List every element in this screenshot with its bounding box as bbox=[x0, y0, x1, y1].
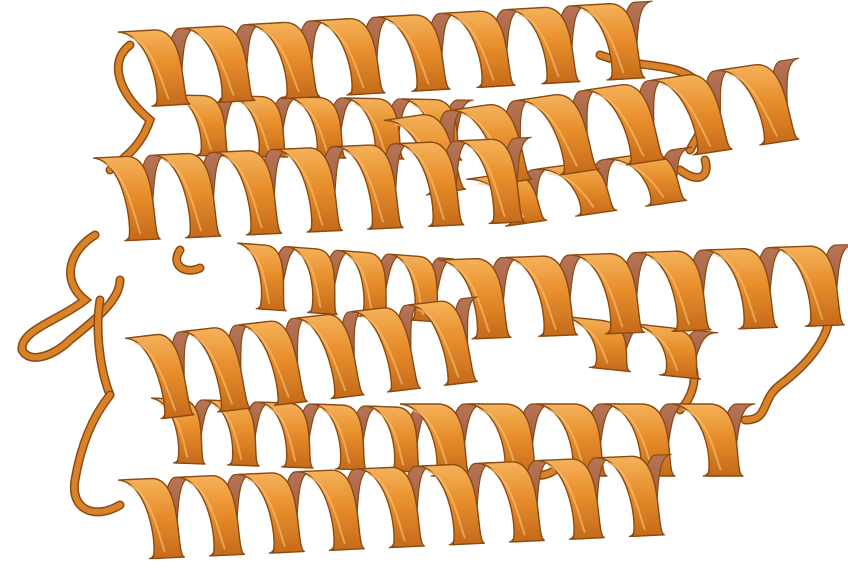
helix bbox=[118, 1, 653, 106]
loop-tube bbox=[74, 395, 120, 512]
helix bbox=[118, 454, 672, 558]
helix bbox=[151, 398, 433, 472]
helix-segments bbox=[93, 1, 848, 558]
loop-tube bbox=[110, 45, 150, 170]
